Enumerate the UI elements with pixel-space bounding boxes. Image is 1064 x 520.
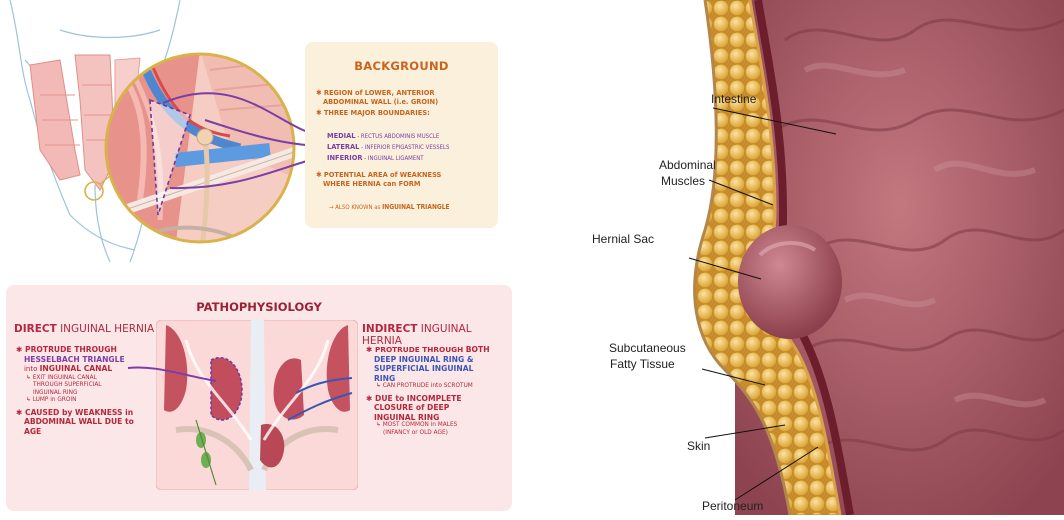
indirect-l3: SUPERFICIAL INGUINAL — [374, 364, 473, 373]
label-abdominal-line-1: Abdominal — [659, 158, 716, 173]
hernia-illustration-panel: Intestine Abdominal Muscles Hernial Sac … — [585, 0, 1064, 515]
note-key: INGUINAL TRIANGLE — [382, 203, 450, 211]
indirect-n3: (INFANCY or OLD AGE) — [383, 430, 490, 438]
background-title: BACKGROUND — [305, 59, 498, 73]
inferior-key: INFERIOR — [327, 153, 363, 162]
label-subcutaneous-line-1: Subcutaneous — [609, 341, 686, 356]
indirect-key: INDIRECT — [362, 323, 417, 335]
weakness-line-1: POTENTIAL AREA of WEAKNESS — [324, 170, 441, 179]
indirect-l2: DEEP INGUINAL RING & — [374, 355, 474, 364]
bullet-region: ✱ REGION of LOWER, ANTERIOR ABDOMINAL WA… — [316, 88, 438, 106]
indirect-n2: ↳ MOST COMMON in MALES — [376, 422, 490, 430]
boundary-medial: MEDIAL - RECTUS ABDOMINIS MUSCLE — [327, 131, 439, 141]
weakness-line-2: WHERE HERNIA can FORM — [323, 179, 421, 188]
indirect-text: ✱ PROTRUDE THROUGH BOTH DEEP INGUINAL RI… — [366, 345, 490, 437]
label-subcutaneous-line-2: Fatty Tissue — [610, 357, 675, 372]
lateral-value: - INFERIOR EPIGASTRIC VESSELS — [359, 144, 449, 151]
bullet-weakness: ✱ POTENTIAL AREA of WEAKNESS WHERE HERNI… — [316, 170, 441, 188]
medial-value: - RECTUS ABDOMINIS MUSCLE — [356, 133, 440, 140]
indirect-d3: INGUINAL RING — [374, 413, 439, 422]
indirect-n1: ↳ CAN PROTRUDE into SCROTUM — [376, 383, 490, 391]
region-line-1: REGION of LOWER, ANTERIOR — [324, 88, 435, 97]
note-prefix: → ALSO KNOWN as — [329, 204, 382, 211]
inferior-value: - INGUINAL LIGAMENT — [363, 155, 424, 162]
indirect-heading: INDIRECT INGUINAL HERNIA — [362, 323, 512, 347]
indirect-l4: RING — [374, 374, 395, 383]
indirect-l1-key: BOTH — [466, 345, 490, 354]
boundary-lateral: LATERAL - INFERIOR EPIGASTRIC VESSELS — [327, 142, 449, 152]
indirect-d1: DUE to INCOMPLETE — [375, 394, 462, 403]
groin-marker-circle — [85, 182, 103, 200]
indirect-d2: CLOSURE of DEEP — [374, 403, 449, 412]
indirect-l1-pre: PROTRUDE THROUGH — [375, 345, 466, 354]
label-skin: Skin — [687, 439, 710, 454]
medial-key: MEDIAL — [327, 131, 356, 140]
background-card: BACKGROUND ✱ REGION of LOWER, ANTERIOR A… — [305, 42, 498, 228]
weakness-note: → ALSO KNOWN as INGUINAL TRIANGLE — [329, 202, 450, 212]
region-line-2: ABDOMINAL WALL (i.e. GROIN) — [323, 97, 438, 106]
boundaries-heading: THREE MAJOR BOUNDARIES: — [324, 108, 430, 117]
label-abdominal-line-2: Muscles — [661, 174, 705, 189]
hernia-cross-section — [585, 0, 1064, 515]
label-intestine: Intestine — [711, 92, 756, 107]
boundary-inferior: INFERIOR - INGUINAL LIGAMENT — [327, 153, 424, 163]
pathophysiology-card: PATHOPHYSIOLOGY DIRECT INGUINAL HERNIA ✱… — [6, 285, 512, 511]
bullet-boundaries: ✱ THREE MAJOR BOUNDARIES: — [316, 108, 430, 117]
label-hernial-sac: Hernial Sac — [592, 232, 654, 247]
lateral-key: LATERAL — [327, 142, 359, 151]
background-panel: BACKGROUND ✱ REGION of LOWER, ANTERIOR A… — [0, 0, 520, 270]
label-peritoneum: Peritoneum — [702, 499, 763, 514]
